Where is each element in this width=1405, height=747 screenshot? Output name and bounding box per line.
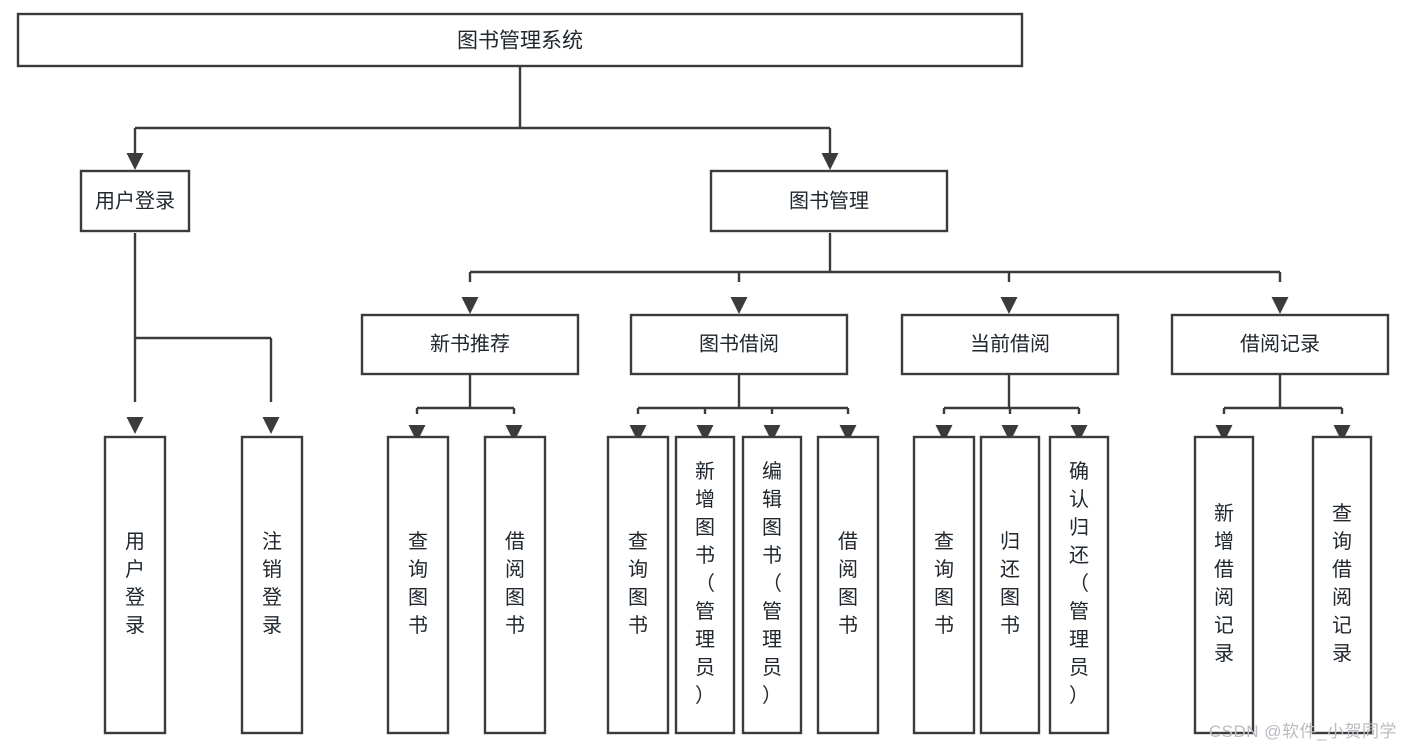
node-borrow-records[interactable]: 借阅记录 [1170, 313, 1390, 376]
leaf-edit-book-admin-box[interactable] [741, 435, 803, 735]
leaf-return-book[interactable]: 归还图书 [979, 435, 1041, 735]
node-user-login-label: 用户登录 [95, 189, 175, 212]
leaf-logout-label: 注销登录 [262, 530, 282, 637]
node-user-login-box[interactable] [79, 169, 191, 233]
node-root-box[interactable] [16, 12, 1024, 68]
leaf-newbook-borrow-book-box[interactable] [483, 435, 547, 735]
node-book-borrow[interactable]: 图书借阅 [629, 313, 849, 376]
leaf-user-login-label: 用户登录 [125, 531, 145, 637]
node-book-management-label: 图书管理 [789, 189, 869, 212]
node-book-management-box[interactable] [709, 169, 949, 233]
leaf-borrow-query-book-box[interactable] [606, 435, 670, 735]
arrow-icon-bookmgmt-child-3 [1000, 297, 1018, 314]
node-current-borrow-box[interactable] [900, 313, 1120, 376]
leaf-edit-book-admin[interactable]: 编辑图书（管理员） [741, 435, 803, 735]
node-root-label: 图书管理系统 [457, 30, 583, 53]
node-current-borrow[interactable]: 当前借阅 [900, 313, 1120, 376]
leaf-confirm-return-admin-label: 确认归还（管理员） [1069, 460, 1089, 707]
leaf-newbook-query-book-label: 查询图书 [408, 530, 428, 637]
leaf-newbook-borrow-book-label: 借阅图书 [505, 530, 525, 637]
arrow-icon-userlogin-leaf-2 [262, 417, 280, 434]
csdn-watermark: CSDN @软件_小贺同学 [1208, 722, 1397, 741]
leaf-add-borrow-record-label: 新增借阅记录 [1214, 502, 1234, 665]
leaf-query-borrow-record[interactable]: 查询借阅记录 [1311, 435, 1373, 735]
connectors-current [935, 374, 1088, 442]
leaf-return-book-label: 归还图书 [1000, 530, 1020, 637]
node-current-borrow-label: 当前借阅 [970, 332, 1050, 355]
node-new-book-recommend-label: 新书推荐 [430, 332, 510, 355]
leaf-return-book-box[interactable] [979, 435, 1041, 735]
arrow-icon-bookmgmt-child-2 [730, 297, 748, 314]
leaf-add-borrow-record[interactable]: 新增借阅记录 [1193, 435, 1255, 735]
node-root[interactable]: 图书管理系统 [16, 12, 1024, 68]
leaf-add-book-admin-label: 新增图书（管理员） [695, 460, 715, 707]
node-borrow-records-box[interactable] [1170, 313, 1390, 376]
leaf-confirm-return-admin-box[interactable] [1048, 435, 1110, 735]
leaf-query-borrow-record-label: 查询借阅记录 [1332, 502, 1352, 665]
leaf-borrow-borrow-book-label: 借阅图书 [838, 530, 858, 637]
leaf-current-query-book-box[interactable] [912, 435, 976, 735]
arrow-icon-bookmgmt-child-1 [461, 297, 479, 314]
leaf-logout-box[interactable] [240, 435, 304, 735]
connectors-book-mgmt [461, 233, 1289, 314]
connectors-user-login [126, 233, 280, 434]
leaf-add-borrow-record-box[interactable] [1193, 435, 1255, 735]
arrow-icon-userlogin-leaf-1 [126, 417, 144, 434]
leaf-logout[interactable]: 注销登录 [240, 435, 304, 735]
node-book-borrow-label: 图书借阅 [699, 332, 779, 355]
leaf-borrow-borrow-book[interactable]: 借阅图书 [816, 435, 880, 735]
node-book-borrow-box[interactable] [629, 313, 849, 376]
leaf-confirm-return-admin[interactable]: 确认归还（管理员） [1048, 435, 1110, 735]
leaf-newbook-query-book-box[interactable] [386, 435, 450, 735]
arrow-icon-root-to-user-login [126, 153, 144, 170]
leaf-newbook-borrow-book[interactable]: 借阅图书 [483, 435, 547, 735]
leaf-user-login[interactable]: 用户登录 [103, 435, 167, 735]
leaf-borrow-query-book[interactable]: 查询图书 [606, 435, 670, 735]
node-borrow-records-label: 借阅记录 [1240, 332, 1320, 355]
leaf-current-query-book-label: 查询图书 [934, 530, 954, 637]
leaf-edit-book-admin-label: 编辑图书（管理员） [762, 460, 782, 707]
leaf-query-borrow-record-box[interactable] [1311, 435, 1373, 735]
connectors-newbook [408, 374, 523, 442]
node-book-management[interactable]: 图书管理 [709, 169, 949, 233]
connectors-borrow [629, 374, 857, 442]
node-new-book-recommend-box[interactable] [360, 313, 580, 376]
arrow-icon-root-to-book-mgmt [821, 153, 839, 170]
node-new-book-recommend[interactable]: 新书推荐 [360, 313, 580, 376]
leaf-newbook-query-book[interactable]: 查询图书 [386, 435, 450, 735]
connectors-root [126, 66, 839, 170]
node-user-login[interactable]: 用户登录 [79, 169, 191, 233]
leaf-borrow-borrow-book-box[interactable] [816, 435, 880, 735]
connectors-records [1215, 374, 1351, 442]
leaf-current-query-book[interactable]: 查询图书 [912, 435, 976, 735]
leaf-user-login-box[interactable] [103, 435, 167, 735]
leaf-add-book-admin[interactable]: 新增图书（管理员） [674, 435, 736, 735]
arrow-icon-bookmgmt-child-4 [1271, 297, 1289, 314]
leaf-borrow-query-book-label: 查询图书 [628, 530, 648, 637]
leaf-add-book-admin-box[interactable] [674, 435, 736, 735]
